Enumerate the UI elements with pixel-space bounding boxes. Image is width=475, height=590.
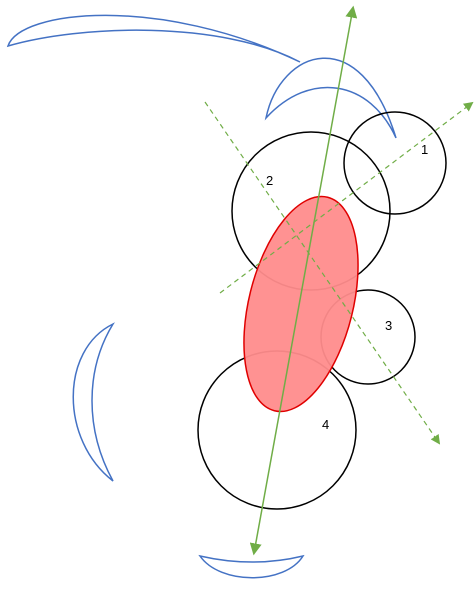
red-ellipse	[224, 185, 378, 424]
circle-3-label: 3	[385, 319, 392, 332]
circle-1	[344, 112, 446, 214]
crescent-top-long	[8, 15, 300, 62]
circle-2-label: 2	[266, 174, 273, 187]
circle-1-label: 1	[421, 143, 428, 156]
circle-4-label: 4	[322, 418, 329, 431]
crescent-bottom	[200, 556, 303, 578]
crescent-left	[73, 324, 113, 481]
